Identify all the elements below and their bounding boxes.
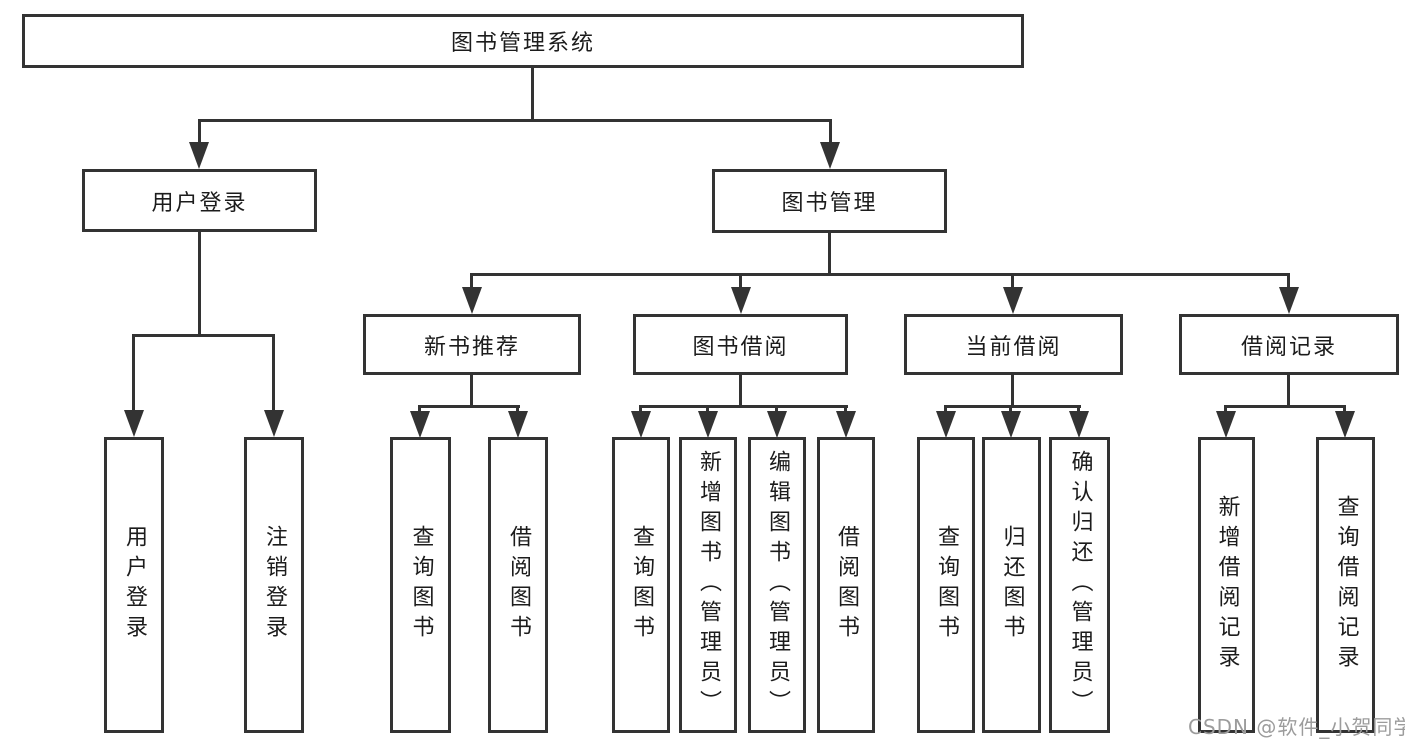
connector-line bbox=[1287, 375, 1290, 408]
connector-line bbox=[418, 405, 520, 408]
connector-line bbox=[639, 405, 642, 413]
connector-line bbox=[739, 375, 742, 408]
arrowhead-down-icon bbox=[124, 410, 144, 437]
node-current-borrowing: 当前借阅 bbox=[904, 314, 1123, 375]
connector-line bbox=[198, 119, 832, 122]
node-label: 查询图书 bbox=[934, 525, 959, 645]
arrowhead-down-icon bbox=[1001, 411, 1021, 438]
leaf-add-books-admin: 新增图书（管理员） bbox=[679, 437, 737, 733]
node-label: 查询图书 bbox=[629, 525, 654, 645]
connector-line bbox=[1343, 405, 1346, 413]
node-borrowing-records: 借阅记录 bbox=[1179, 314, 1399, 375]
leaf-search-books-current: 查询图书 bbox=[917, 437, 975, 733]
connector-line bbox=[470, 273, 473, 290]
connector-line bbox=[1287, 273, 1290, 290]
arrowhead-down-icon bbox=[1279, 287, 1299, 314]
leaf-borrow-books-recommend: 借阅图书 bbox=[488, 437, 548, 733]
node-label: 确认归还（管理员） bbox=[1067, 450, 1093, 720]
connector-line bbox=[470, 273, 1290, 276]
leaf-confirm-return-admin: 确认归还（管理员） bbox=[1049, 437, 1110, 733]
connector-line bbox=[829, 119, 832, 143]
node-user-login: 用户登录 bbox=[82, 169, 317, 232]
connector-line bbox=[531, 68, 534, 122]
node-label: 图书借阅 bbox=[692, 334, 789, 360]
node-label: 编辑图书（管理员） bbox=[765, 450, 790, 720]
arrowhead-down-icon bbox=[462, 287, 482, 314]
node-label: 当前借阅 bbox=[965, 334, 1062, 360]
node-label: 注销登录 bbox=[262, 525, 287, 645]
csdn-watermark: CSDN @软件_小贺同学 bbox=[1188, 715, 1405, 739]
node-label: 新增借阅记录 bbox=[1214, 495, 1240, 675]
node-label: 图书管理系统 bbox=[450, 31, 595, 56]
arrowhead-down-icon bbox=[410, 411, 430, 438]
node-label: 借阅图书 bbox=[834, 525, 859, 645]
connector-line bbox=[775, 405, 778, 413]
arrowhead-down-icon bbox=[508, 411, 528, 438]
connector-line bbox=[1224, 405, 1346, 408]
arrowhead-down-icon bbox=[264, 410, 284, 437]
leaf-add-borrow-record: 新增借阅记录 bbox=[1198, 437, 1255, 733]
arrowhead-down-icon bbox=[698, 411, 718, 438]
connector-line bbox=[418, 405, 421, 413]
leaf-logout: 注销登录 bbox=[244, 437, 304, 733]
connector-line bbox=[198, 119, 201, 143]
leaf-borrow-books: 借阅图书 bbox=[817, 437, 875, 733]
node-label: 借阅记录 bbox=[1240, 334, 1337, 360]
node-label: 新增图书（管理员） bbox=[696, 450, 721, 720]
arrowhead-down-icon bbox=[1216, 411, 1236, 438]
leaf-edit-books-admin: 编辑图书（管理员） bbox=[748, 437, 806, 733]
node-label: 借阅图书 bbox=[506, 525, 531, 645]
connector-line bbox=[706, 405, 709, 413]
arrowhead-down-icon bbox=[836, 411, 856, 438]
connector-line bbox=[1009, 405, 1012, 413]
connector-line bbox=[1224, 405, 1227, 413]
node-label: 归还图书 bbox=[999, 525, 1025, 645]
connector-line bbox=[132, 334, 135, 412]
connector-line bbox=[272, 334, 275, 412]
connector-line bbox=[198, 232, 201, 337]
arrowhead-down-icon bbox=[767, 411, 787, 438]
arrowhead-down-icon bbox=[731, 287, 751, 314]
connector-line bbox=[944, 405, 947, 413]
arrowhead-down-icon bbox=[1003, 287, 1023, 314]
arrowhead-down-icon bbox=[1069, 411, 1089, 438]
connector-line bbox=[739, 273, 742, 290]
node-label: 图书管理 bbox=[781, 191, 878, 216]
arrowhead-down-icon bbox=[189, 142, 209, 169]
node-book-borrowing: 图书借阅 bbox=[633, 314, 848, 375]
arrowhead-down-icon bbox=[820, 142, 840, 169]
node-label: 查询借阅记录 bbox=[1333, 495, 1359, 675]
node-book-management: 图书管理 bbox=[712, 169, 947, 233]
connector-line bbox=[1011, 273, 1014, 290]
arrowhead-down-icon bbox=[1335, 411, 1355, 438]
leaf-user-login: 用户登录 bbox=[104, 437, 164, 733]
connector-line bbox=[1077, 405, 1080, 413]
connector-line bbox=[639, 405, 848, 408]
node-library-management-system: 图书管理系统 bbox=[22, 14, 1024, 68]
node-label: 查询图书 bbox=[408, 525, 434, 645]
connector-line bbox=[944, 405, 1081, 408]
connector-line bbox=[470, 375, 473, 408]
node-label: 新书推荐 bbox=[423, 334, 520, 360]
arrowhead-down-icon bbox=[936, 411, 956, 438]
connector-line bbox=[1011, 375, 1014, 408]
node-label: 用户登录 bbox=[151, 190, 248, 216]
connector-line bbox=[132, 334, 275, 337]
leaf-search-borrow-record: 查询借阅记录 bbox=[1316, 437, 1375, 733]
leaf-search-books-recommend: 查询图书 bbox=[390, 437, 451, 733]
connector-line bbox=[844, 405, 847, 413]
arrowhead-down-icon bbox=[631, 411, 651, 438]
connector-line bbox=[828, 233, 831, 276]
leaf-search-books-borrowing: 查询图书 bbox=[612, 437, 670, 733]
node-label: 用户登录 bbox=[122, 525, 147, 645]
node-new-book-recommendation: 新书推荐 bbox=[363, 314, 581, 375]
leaf-return-books: 归还图书 bbox=[982, 437, 1041, 733]
connector-line bbox=[516, 405, 519, 413]
